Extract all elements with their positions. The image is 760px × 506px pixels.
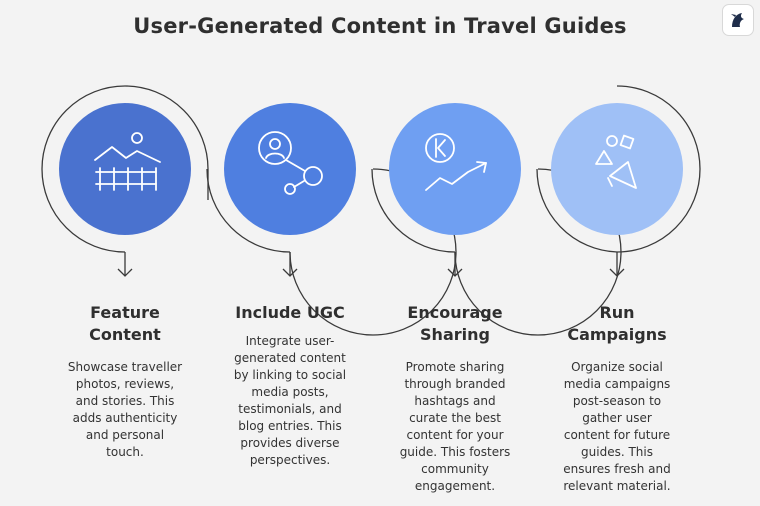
stage-circle xyxy=(551,103,683,235)
user-network-icon xyxy=(258,131,323,195)
stage-description: Showcase traveller photos, reviews, and … xyxy=(67,360,183,459)
stage-circle xyxy=(59,103,191,235)
stage-description: Organize social media campaigns post-sea… xyxy=(563,360,671,493)
landscape-fence-icon xyxy=(94,132,161,191)
stage-run-campaigns xyxy=(536,85,701,277)
stage-heading: Include UGC xyxy=(235,303,345,322)
stage-ring xyxy=(206,168,291,253)
stage-heading: Feature Content xyxy=(89,303,161,344)
stage-circle xyxy=(389,103,521,235)
campaign-megaphone-icon xyxy=(595,134,637,189)
logo xyxy=(722,4,754,36)
stage-ring xyxy=(536,168,618,253)
stage-circle xyxy=(224,103,356,235)
stage-heading: Run Campaigns xyxy=(567,303,667,344)
stage-ring xyxy=(41,85,209,253)
page-title: User-Generated Content in Travel Guides xyxy=(133,14,627,38)
stage-feature-content xyxy=(41,85,209,277)
share-growth-icon xyxy=(425,133,487,191)
stage-description: Promote sharing through branded hashtags… xyxy=(399,360,511,493)
down-arrow-icon xyxy=(609,268,625,277)
down-arrow-icon xyxy=(447,268,463,277)
stage-ring xyxy=(371,168,456,253)
napkin-logo-icon xyxy=(731,13,744,27)
down-arrow-icon xyxy=(117,268,133,277)
down-arrow-icon xyxy=(282,268,298,277)
stage-description: Integrate user- generated content by lin… xyxy=(233,334,347,467)
stage-ring xyxy=(616,85,701,253)
stage-heading: Encourage Sharing xyxy=(407,303,503,344)
